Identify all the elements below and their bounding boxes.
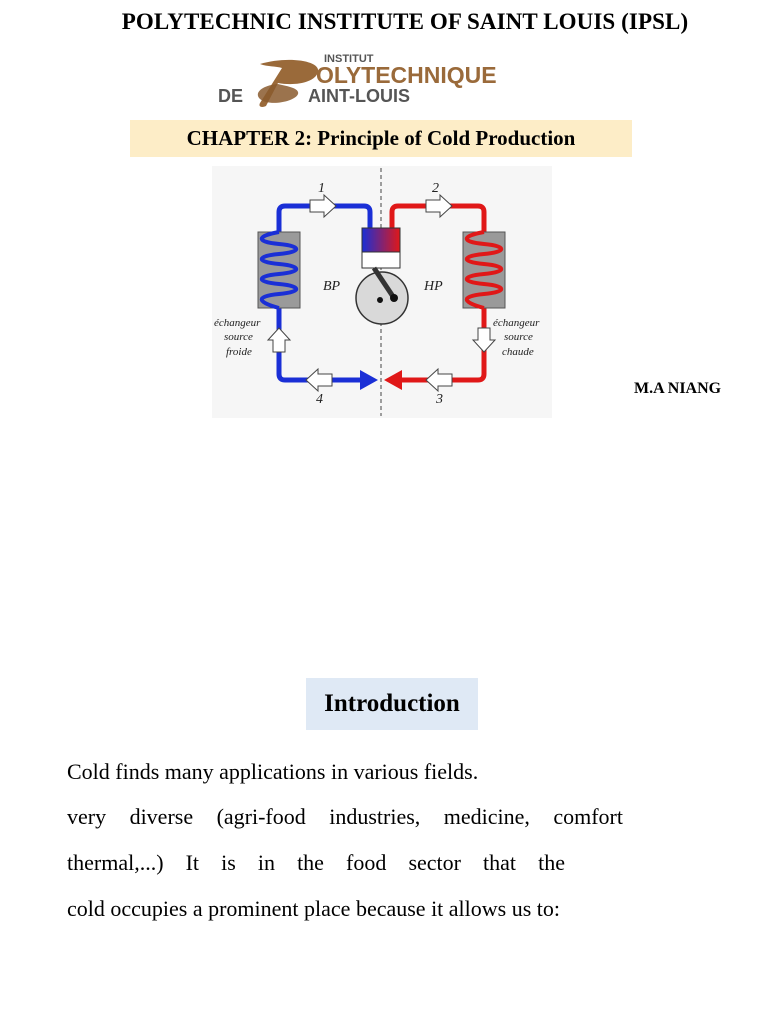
body-line-3: thermal,...) It is in the food sector th… [67,850,565,875]
chapter-title-banner: CHAPTER 2: Principle of Cold Production [130,120,632,157]
flow-arrow-1 [309,193,337,219]
hot-exchanger-label-2: source [504,331,533,343]
flow-arrows [266,193,497,393]
hot-exchanger [462,230,506,310]
institution-title: POLYTECHNIC INSTITUTE OF SAINT LOUIS (IP… [121,9,689,34]
ipsl-logo: INSTITUT OLYTECHNIQUE DE AINT-LOUIS [218,53,497,107]
bp-label: BP [323,279,341,294]
compressor [355,227,409,325]
author-name: M.A NIANG [634,380,722,397]
hot-exchanger-label-1: échangeur [493,317,540,329]
flow-arrow-down-hot [471,327,497,353]
body-line-1: Cold finds many applications in various … [67,759,479,784]
cold-exchanger-label-3: froide [226,346,252,358]
point-label-3: 3 [435,392,443,407]
point-label-4: 4 [316,392,323,407]
expansion-valve [360,370,402,390]
body-line-2: very diverse (agri-food industries, medi… [67,804,623,829]
flow-arrow-4 [305,367,333,393]
hot-exchanger-label-3: chaude [502,346,534,358]
refrigeration-cycle-diagram: 1 2 3 4 BP HP échangeur source froide éc… [212,166,552,418]
cold-circuit [276,203,373,383]
logo-line1: OLYTECHNIQUE [316,62,497,88]
logo-line2: AINT-LOUIS [308,86,410,106]
cold-exchanger-label-1: échangeur [214,317,261,329]
cold-exchanger-label-2: source [224,331,253,343]
logo-s-letter [257,84,299,103]
body-line-4: cold occupies a prominent place because … [67,896,561,921]
flow-arrow-2 [425,193,453,219]
hp-label: HP [423,279,443,294]
hot-circuit [389,203,487,383]
cold-exchanger [257,230,301,310]
flow-arrow-3 [425,367,453,393]
flow-arrow-up-cold [266,327,292,353]
logo-institut-text: INSTITUT [324,53,374,65]
logo-p-letter [259,59,319,107]
point-label-1: 1 [318,181,325,196]
section-heading-introduction: Introduction [306,678,478,730]
point-label-2: 2 [432,181,439,196]
logo-line2-prefix: DE [218,86,243,106]
